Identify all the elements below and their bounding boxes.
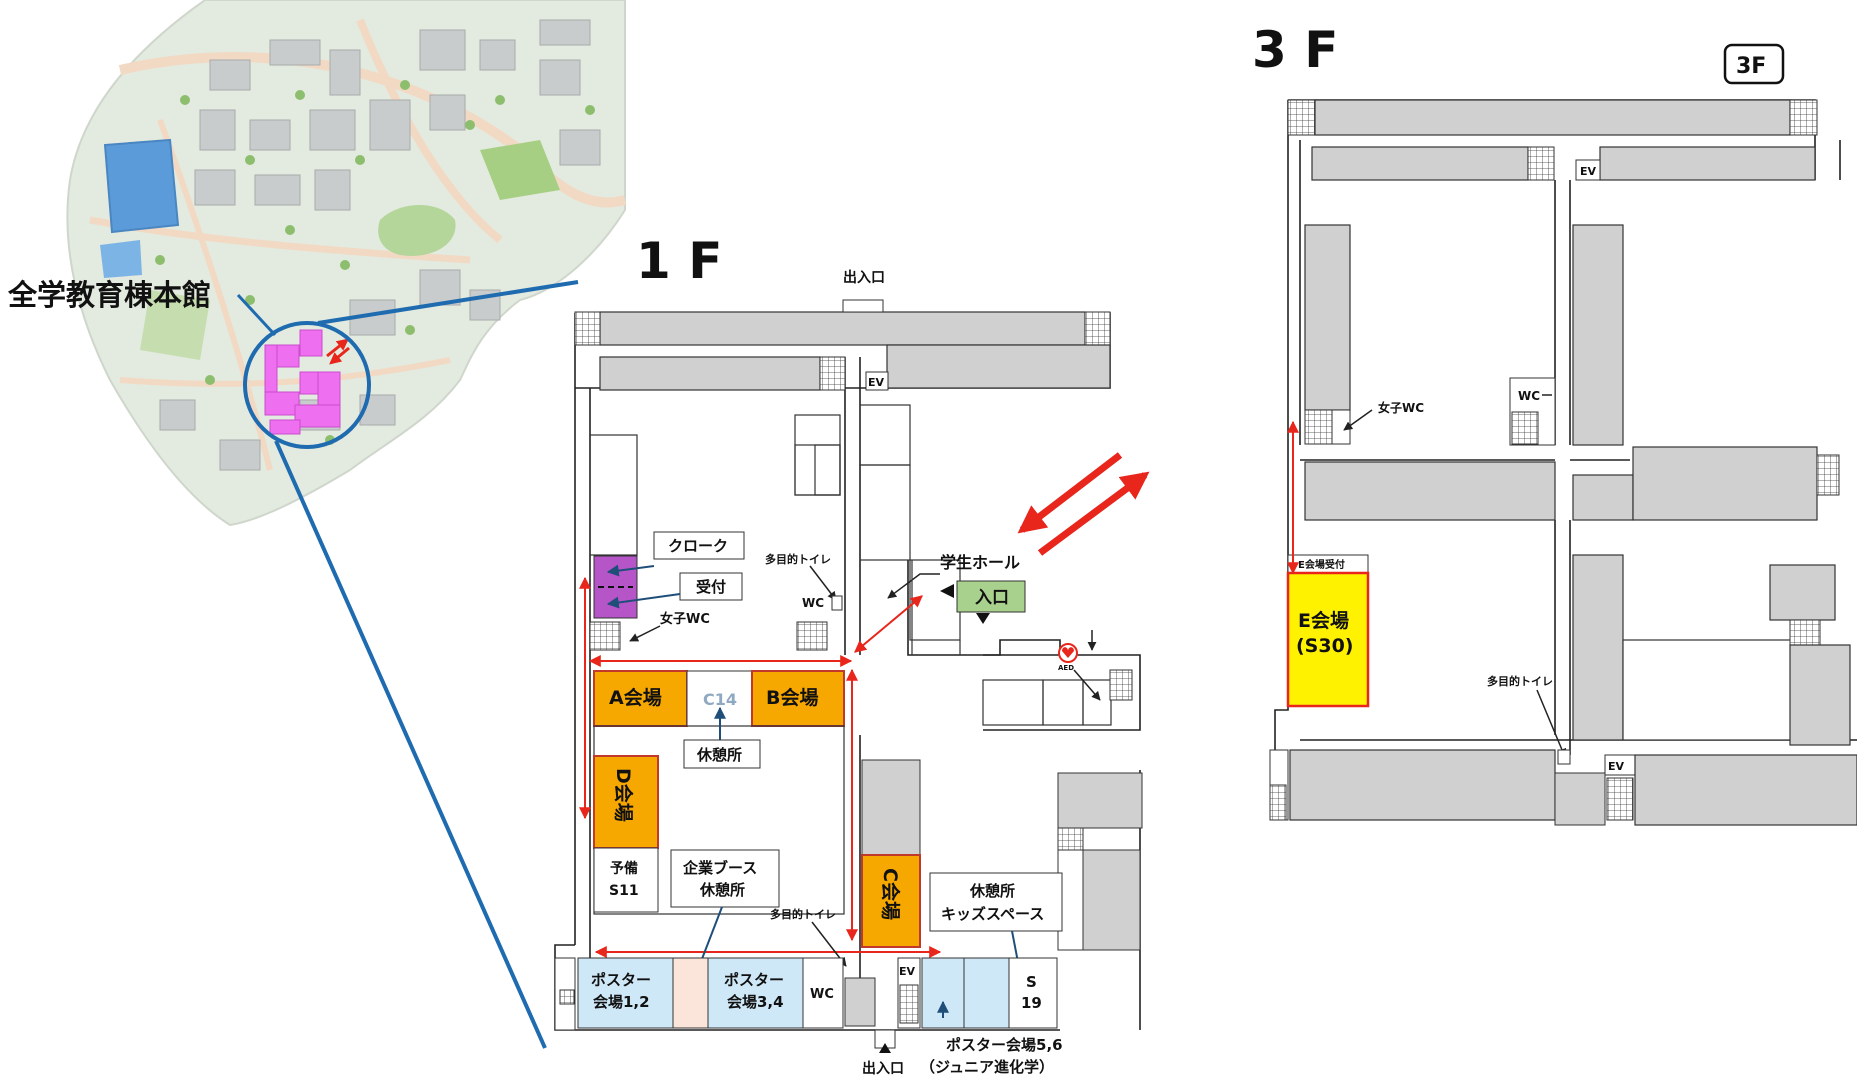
room-d	[593, 755, 659, 849]
floor3-badge-label: 3F	[1736, 54, 1766, 79]
wc-label-1f-bottom: WC	[810, 987, 834, 1002]
outbound-arrow	[1037, 471, 1150, 556]
poster56-line2: （ジュニア進化学）	[920, 1058, 1054, 1076]
f3-south-west-block	[1289, 749, 1556, 821]
reception-label-box	[679, 572, 743, 601]
multi-toilet-bottom-room	[844, 977, 876, 1027]
entrance-top-label: 出入口	[843, 269, 885, 286]
spare-room-s11	[593, 847, 659, 913]
building-locator-circle	[243, 321, 371, 449]
poster-hall-1-2	[577, 957, 674, 1029]
entrance-marker-label: 入口	[975, 588, 1009, 608]
rest-kids-line1: 休憩所	[969, 882, 1015, 900]
corp-booth-line2: 休憩所	[699, 881, 745, 899]
floor-1-plan: 1 F 出入口 EV	[554, 232, 1150, 1077]
rest-area-label-box	[683, 739, 761, 769]
rest-kids-label-box	[929, 872, 1063, 932]
floor3-badge	[1723, 43, 1785, 85]
f3-mid-east-block	[1632, 446, 1818, 521]
room-c14-label: C14	[703, 690, 737, 709]
room-d-label: D会場	[612, 768, 635, 822]
room-e	[1286, 571, 1370, 708]
f3-wc-label: WC	[1518, 389, 1540, 403]
poster-hall-3-4	[707, 957, 804, 1029]
f3-womens-wc-label: 女子WC	[1378, 400, 1424, 415]
f3-ev-label-top: EV	[1580, 165, 1597, 178]
f3-east-lower-block	[1572, 554, 1624, 741]
room-s19	[1008, 957, 1058, 1029]
room-a-label: A会場	[609, 686, 662, 709]
rest-kids-line2: キッズスペース	[941, 905, 1044, 923]
room-e-line1: E会場	[1298, 609, 1349, 632]
ev-label-1f: EV	[868, 376, 885, 389]
f3-se-block	[1789, 644, 1851, 746]
corp-booth-line1: 企業ブース	[682, 859, 757, 877]
rest-area-label: 休憩所	[696, 746, 742, 764]
spare-room-line2: S11	[609, 883, 639, 899]
floor1-title: 1 F	[636, 232, 722, 290]
room-e-line2: (S30)	[1296, 635, 1354, 657]
entrance-bottom-label: 出入口	[862, 1060, 904, 1077]
west-wing-block	[599, 356, 821, 391]
f3-mid-west-block	[1304, 461, 1556, 521]
target-building-highlight	[264, 329, 341, 435]
cloak-label-box	[653, 531, 745, 560]
s19-line1: S	[1026, 973, 1037, 991]
room-c-label: C会場	[879, 868, 902, 920]
callout-line-lower	[274, 440, 547, 1049]
aed-label: AED	[1058, 664, 1074, 672]
floor-3-plan: 3 F 3F EV 女子WC	[1252, 21, 1857, 826]
stair-nw	[574, 311, 601, 346]
multi-toilet-label-bottom: 多目的トイレ	[770, 907, 836, 921]
f3-multi-toilet-label: 多目的トイレ	[1487, 674, 1553, 688]
east-wing-block	[886, 344, 1111, 389]
campus-aerial-map	[66, 0, 627, 527]
stair-ne	[1084, 311, 1111, 346]
building-name-label: 全学教育棟本館	[7, 278, 211, 312]
inbound-arrow	[1017, 452, 1123, 534]
poster34-line1: ポスター	[724, 971, 784, 989]
room-e-reception-label: E会場受付	[1298, 558, 1345, 571]
wc-label-1f: WC	[802, 596, 824, 610]
f3-ev-label-bottom: EV	[1608, 760, 1625, 773]
student-hall-label: 学生ホール	[940, 553, 1020, 572]
cloak-label: クローク	[668, 537, 728, 555]
room-c	[861, 854, 921, 948]
poster56-line1: ポスター会場5,6	[946, 1036, 1063, 1054]
f3-east-block	[1572, 224, 1624, 446]
floor3-title: 3 F	[1252, 21, 1338, 79]
f3-south-east-block	[1634, 754, 1857, 826]
north-corridor-block	[599, 311, 1086, 346]
room-b	[751, 670, 845, 727]
poster12-line2: 会場1,2	[593, 993, 650, 1011]
corp-booth-label-box	[670, 849, 780, 908]
ev-label-1f-bottom: EV	[899, 965, 916, 978]
entrance-marker-box	[956, 580, 1026, 613]
womens-wc-label-1f: 女子WC	[660, 611, 710, 627]
f3-north-block	[1314, 99, 1791, 136]
room-b-label: B会場	[766, 686, 818, 709]
label-leader-line	[236, 293, 277, 337]
corp-booth-area	[672, 957, 709, 1029]
s19-line2: 19	[1021, 994, 1042, 1012]
poster34-line2: 会場3,4	[727, 993, 784, 1011]
reception-label: 受付	[696, 578, 726, 596]
room-a	[593, 670, 688, 727]
f3-nw-block	[1311, 146, 1529, 181]
f3-ne-block	[1599, 146, 1816, 181]
f3-west-block	[1304, 224, 1351, 411]
poster12-line1: ポスター	[591, 971, 651, 989]
spare-room-line1: 予備	[610, 860, 638, 877]
callout-line-upper	[317, 280, 579, 325]
multi-toilet-label-top: 多目的トイレ	[765, 552, 831, 566]
